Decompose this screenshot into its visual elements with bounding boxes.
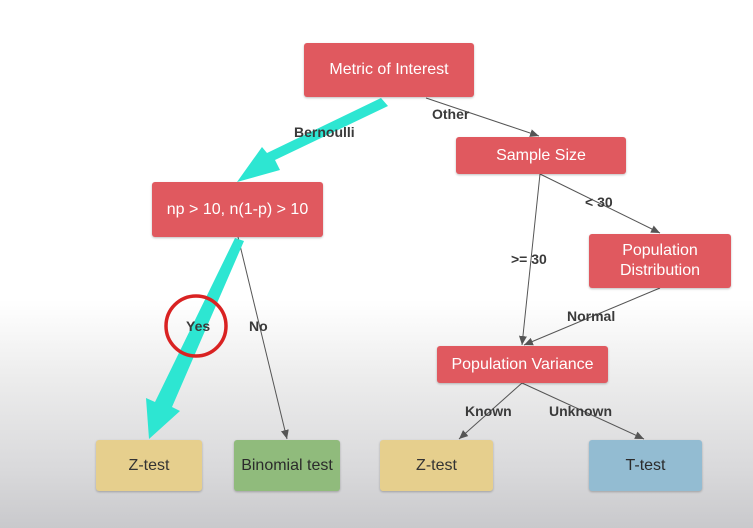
node-metric-of-interest: Metric of Interest: [304, 43, 474, 97]
node-sample-size: Sample Size: [456, 137, 626, 174]
edge-label-known: Known: [465, 403, 512, 419]
edge-label-yes: Yes: [186, 318, 211, 334]
node-z-test-left: Z-test: [96, 440, 202, 491]
edge-label-less-than-30: < 30: [585, 194, 613, 210]
edge-sample-to-pop-variance: [518, 173, 541, 346]
edge-label-bernoulli: Bernoulli: [294, 124, 355, 140]
node-z-test-right: Z-test: [380, 440, 493, 491]
edge-label-normal: Normal: [567, 308, 616, 324]
node-np-condition: np > 10, n(1-p) > 10: [152, 182, 323, 237]
edge-pop-distribution-to-pop-variance: [523, 287, 661, 346]
highlight-arrow-yes: [146, 238, 244, 439]
edge-label-at-least-30: >= 30: [511, 251, 547, 267]
edge-np-to-binomial: [237, 236, 289, 440]
highlight-path: [146, 98, 388, 439]
node-t-test: T-test: [589, 440, 702, 491]
node-population-variance: Population Variance: [437, 346, 608, 383]
edge-metric-to-sample-size: [425, 97, 540, 137]
edge-sample-to-pop-distribution: [539, 173, 661, 234]
edge-label-no: No: [249, 318, 268, 334]
node-binomial-test: Binomial test: [234, 440, 340, 491]
highlight-arrow-bernoulli: [237, 98, 388, 182]
edge-label-unknown: Unknown: [549, 403, 612, 419]
edge-label-other: Other: [432, 106, 470, 122]
node-population-distribution: Population Distribution: [589, 234, 731, 288]
highlight-circle-yes: [164, 294, 228, 358]
edge-pop-variance-to-z-test: [458, 382, 523, 440]
edge-pop-variance-to-t-test: [521, 382, 645, 440]
